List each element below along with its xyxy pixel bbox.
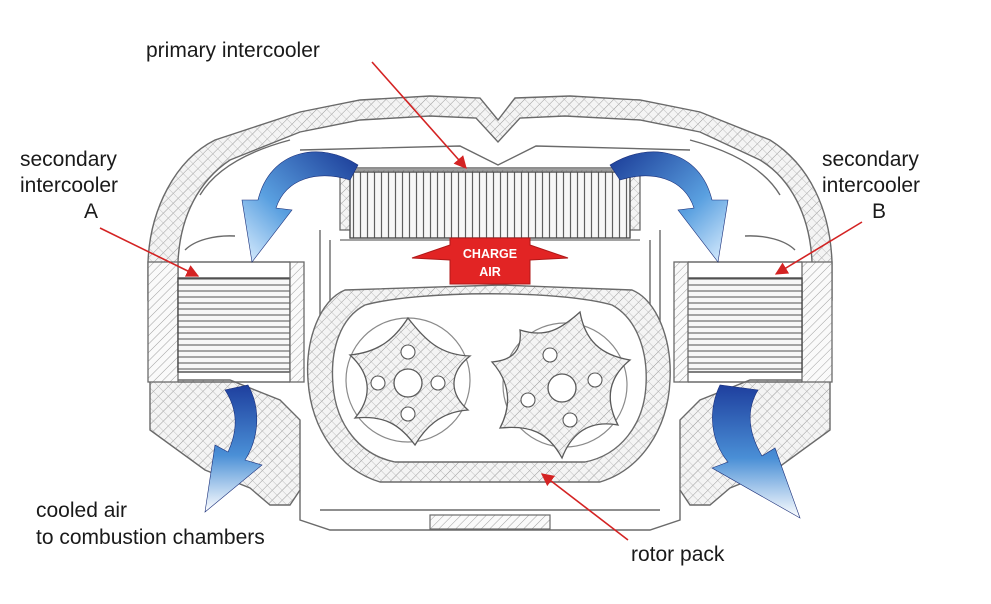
label-secondary-b-line3: B [872, 200, 886, 223]
label-secondary-a-line3: A [84, 200, 98, 223]
secondary-intercooler-b-core [685, 277, 803, 373]
label-secondary-b-line1: secondary [822, 148, 919, 171]
rotor-left [345, 316, 472, 447]
charge-air-label-line1: CHARGE [463, 247, 517, 261]
pointer-secondary-a [99, 227, 200, 277]
airflow-arrows [204, 151, 801, 519]
label-secondary-b-line2: intercooler [822, 174, 920, 197]
primary-intercooler [319, 169, 661, 330]
pointer-rotor-pack [540, 473, 629, 541]
airflow-arrow-top-right [609, 151, 729, 263]
secondary-intercooler-b [673, 235, 833, 383]
airflow-arrow-bottom-right [711, 384, 801, 519]
label-secondary-a-line1: secondary [20, 148, 117, 171]
primary-intercooler-core [349, 171, 631, 239]
airflow-arrow-top-left [241, 151, 359, 263]
secondary-intercooler-a [147, 235, 305, 383]
pointers [99, 61, 863, 541]
rotor-housing [306, 284, 671, 483]
label-cooled-air-line2: to combustion chambers [36, 526, 265, 549]
charge-air-label-line2: AIR [479, 265, 501, 279]
label-secondary-a-line2: intercooler [20, 174, 118, 197]
pointer-primary-intercooler [371, 61, 467, 169]
pointer-secondary-b [774, 221, 863, 275]
labels: primary intercooler secondary intercoole… [20, 39, 920, 566]
rotor-right [490, 310, 632, 460]
secondary-intercooler-a-core [177, 277, 291, 373]
label-primary-intercooler: primary intercooler [146, 39, 320, 62]
label-cooled-air-line1: cooled air [36, 499, 127, 522]
housing-lower-left [149, 379, 301, 506]
charge-air-arrow: CHARGE AIR [411, 237, 569, 285]
label-rotor-pack: rotor pack [631, 543, 725, 566]
airflow-arrow-bottom-left [204, 384, 263, 513]
